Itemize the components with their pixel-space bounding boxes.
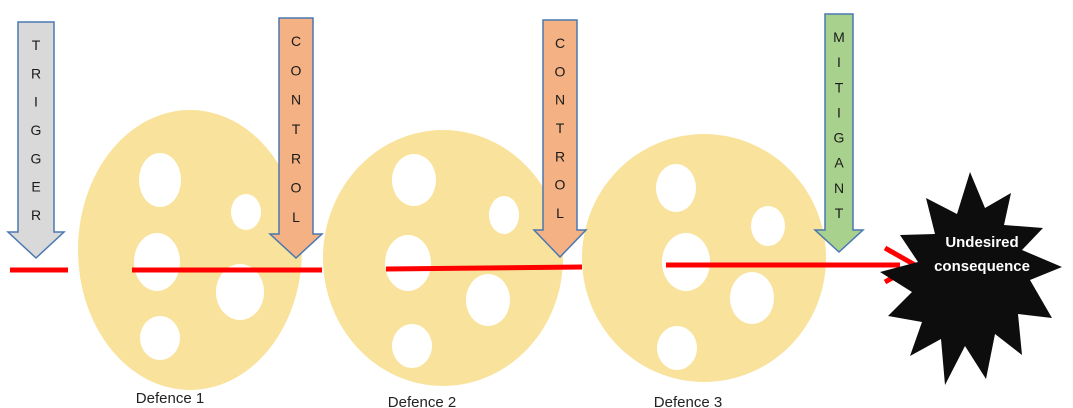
trigger-arrow-letter: R (31, 65, 41, 81)
control-arrow-letter: O (555, 177, 566, 193)
defence-2-hole (392, 154, 436, 206)
control-arrow-letter: L (292, 209, 300, 225)
defence-2-hole (385, 235, 431, 291)
control-arrow-letter: C (291, 33, 301, 49)
control-arrow-letter: L (556, 205, 564, 221)
down-arrow-icon (813, 13, 865, 254)
trigger-arrow-letter: G (31, 150, 42, 166)
defence-1-hole (231, 194, 261, 230)
down-arrow-icon (268, 17, 324, 260)
mitigant-arrow-letter: T (835, 205, 844, 221)
down-arrow-icon (6, 21, 66, 260)
defence-1-hole (139, 153, 181, 207)
control-arrow-letter: O (555, 63, 566, 79)
undesired-consequence: Undesired consequence (880, 172, 1062, 385)
down-arrow-icon (532, 19, 588, 259)
defence-3-hole (751, 206, 785, 246)
defence-2-label: Defence 2 (388, 394, 456, 408)
trigger-arrow-letter: I (34, 94, 38, 110)
defence-2-hole (392, 324, 432, 368)
defence-2-hole (466, 274, 510, 326)
defence-3-hole (730, 272, 774, 324)
trigger-arrow-letter: G (31, 122, 42, 138)
trigger-arrow-letter: R (31, 207, 41, 223)
defence-1-hole (216, 264, 264, 320)
defence-3-label: Defence 3 (654, 394, 722, 408)
defence-1-disc (78, 110, 302, 390)
control-arrow-letter: T (292, 121, 301, 137)
defence-3-hole (657, 326, 697, 370)
control-arrow-letter: R (291, 150, 301, 166)
consequence-line-1: Undesired (945, 234, 1018, 251)
defence-3-hole (662, 233, 710, 291)
control-arrow-letter: N (291, 92, 301, 108)
mitigant-arrow-letter: N (834, 180, 844, 196)
defence-2-hole (489, 196, 519, 234)
defence-1-hole (134, 233, 180, 291)
trigger-arrow-letter: E (31, 179, 40, 195)
mitigant-arrow-letter: I (837, 54, 841, 70)
mitigant-arrow-letter: A (834, 155, 844, 171)
defence-3-hole (656, 164, 696, 212)
defence-2-disc-body (323, 130, 563, 386)
mitigant-arrow-letter: M (833, 29, 845, 45)
defence-1-disc-body (78, 110, 302, 390)
trigger-arrow-letter: T (32, 37, 41, 53)
defence-1-hole (140, 316, 180, 360)
defence-3-disc (582, 134, 826, 382)
hazard-line-segment (385, 264, 583, 272)
explosion-starburst-icon (880, 172, 1062, 385)
defence-2-disc (323, 130, 563, 386)
hazard-path (10, 245, 921, 285)
mitigant-arrow-letter: I (837, 104, 841, 120)
control-arrow-letter: C (555, 35, 565, 51)
defence-1-label: Defence 1 (136, 390, 204, 407)
control-arrow-letter: O (291, 62, 302, 78)
consequence-line-2: consequence (934, 258, 1030, 275)
mitigant-arrow-letter: T (835, 79, 844, 95)
control-arrow-letter: R (555, 148, 565, 164)
control-arrow-letter: T (556, 120, 565, 136)
control-arrow-letter: O (291, 180, 302, 196)
mitigant-arrow-letter: G (834, 130, 845, 146)
control-arrow-letter: N (555, 92, 565, 108)
